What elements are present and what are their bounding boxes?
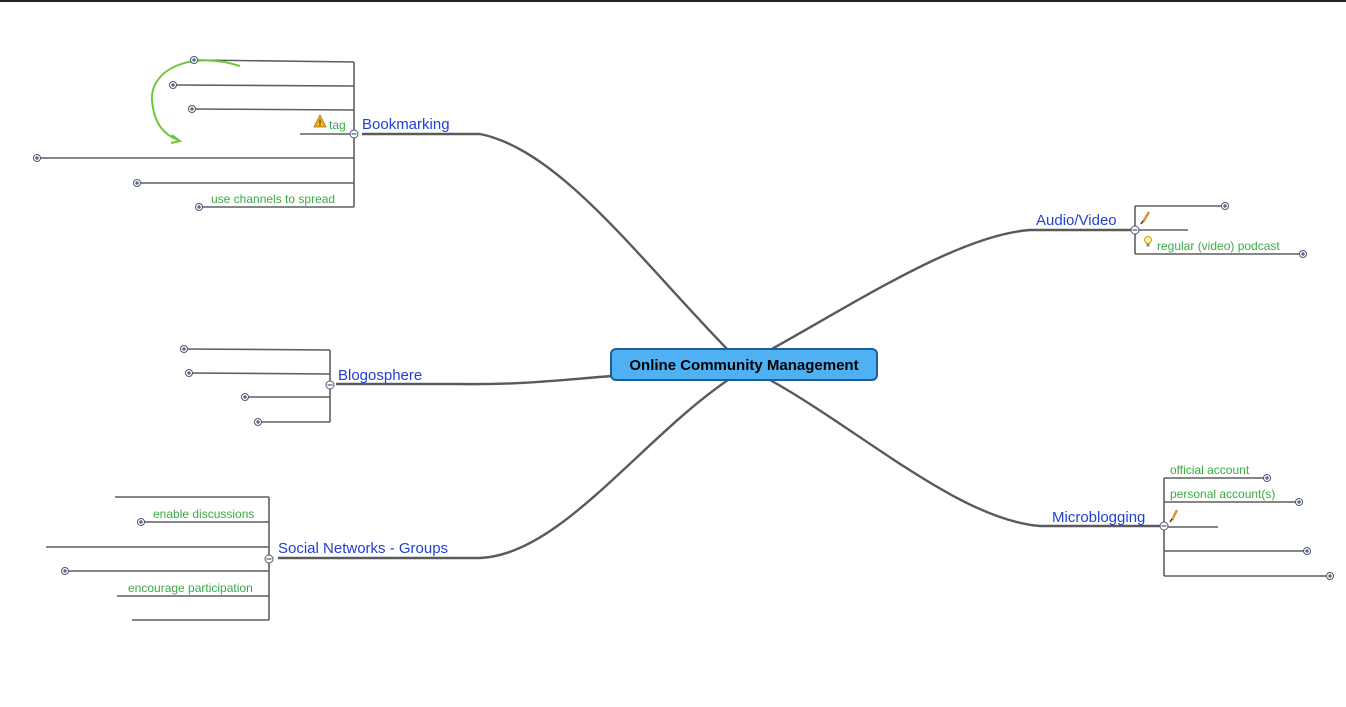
blogosphere-leaf-line-1	[183, 348, 331, 351]
branch-blogosphere[interactable]: Blogosphere	[180, 345, 423, 426]
branch-microblogging[interactable]: Microblogging official account personal …	[1052, 463, 1334, 580]
branch-label-blogosphere: Blogosphere	[338, 367, 422, 384]
expand-icon[interactable]	[190, 56, 198, 64]
branch-social-networks[interactable]: Social Networks - Groups enable discussi…	[46, 496, 448, 621]
svg-text:!: !	[319, 118, 322, 128]
expand-icon[interactable]	[169, 81, 177, 89]
top-border	[0, 0, 1346, 2]
expand-icon[interactable]	[180, 345, 188, 353]
connector-blogosphere	[336, 374, 613, 386]
branch-label-micro: Microblogging	[1052, 509, 1145, 526]
expand-icon[interactable]	[1295, 498, 1303, 506]
collapse-icon[interactable]	[349, 129, 359, 139]
leaf-official-account[interactable]: official account	[1170, 463, 1250, 477]
expand-icon[interactable]	[133, 179, 141, 187]
leaf-enable-discussions[interactable]: enable discussions	[153, 507, 254, 521]
bookmarking-leaf-line-3	[193, 108, 355, 111]
collapse-icon[interactable]	[1159, 521, 1169, 531]
connector-social	[278, 379, 729, 560]
branch-label-audio: Audio/Video	[1036, 212, 1117, 229]
branch-audio-video[interactable]: Audio/Video regular (video) podcast	[1036, 202, 1307, 258]
expand-icon[interactable]	[188, 105, 196, 113]
center-node-label: Online Community Management	[629, 357, 858, 374]
branch-label-social: Social Networks - Groups	[278, 540, 448, 557]
expand-icon[interactable]	[1263, 474, 1271, 482]
leaf-use-channels[interactable]: use channels to spread	[211, 192, 335, 206]
expand-icon[interactable]	[1299, 250, 1307, 258]
curved-arrow-head	[170, 134, 183, 144]
expand-icon[interactable]	[1326, 572, 1334, 580]
expand-icon[interactable]	[33, 154, 41, 162]
connector-audio	[769, 228, 1133, 352]
leaf-personal-accounts[interactable]: personal account(s)	[1170, 487, 1275, 501]
expand-icon[interactable]	[241, 393, 249, 401]
bookmarking-leaf-line-2	[174, 84, 355, 87]
lightbulb-icon	[1144, 236, 1152, 247]
expand-icon[interactable]	[137, 518, 145, 526]
collapse-icon[interactable]	[1130, 225, 1140, 235]
connector-micro	[769, 378, 1160, 528]
leaf-regular-podcast[interactable]: regular (video) podcast	[1157, 239, 1280, 253]
expand-icon[interactable]	[185, 369, 193, 377]
connector-bookmarking	[362, 132, 731, 353]
branch-label-bookmarking: Bookmarking	[362, 116, 450, 133]
leaf-encourage-participation[interactable]: encourage participation	[128, 581, 253, 595]
expand-icon[interactable]	[1303, 547, 1311, 555]
expand-icon[interactable]	[254, 418, 262, 426]
collapse-icon[interactable]	[264, 554, 274, 564]
bookmarking-leaf-line-1	[195, 59, 355, 63]
expand-icon[interactable]	[1221, 202, 1229, 210]
center-node[interactable]: Online Community Management	[610, 348, 878, 381]
warning-icon: !	[313, 114, 327, 128]
collapse-icon[interactable]	[325, 380, 335, 390]
expand-icon[interactable]	[195, 203, 203, 211]
branch-bookmarking[interactable]: Bookmarking ! tag use channels to spread	[33, 56, 450, 211]
expand-icon[interactable]	[61, 567, 69, 575]
pencil-icon	[1140, 211, 1151, 225]
leaf-tag[interactable]: tag	[329, 118, 346, 132]
pencil-icon	[1169, 509, 1179, 523]
center-node-box	[610, 348, 878, 381]
curved-arrow	[150, 59, 241, 141]
blogosphere-leaf-line-2	[188, 372, 331, 375]
